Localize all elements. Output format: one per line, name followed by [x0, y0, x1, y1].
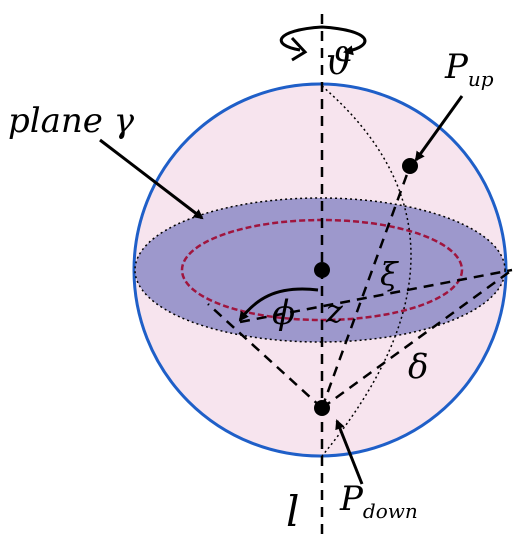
label-theta: ϑ [326, 42, 352, 83]
label-z: z [325, 292, 344, 330]
label-phi: ϕ [272, 293, 295, 333]
label-delta: δ [408, 347, 428, 387]
point-p-down [314, 400, 330, 416]
label-plane-gamma: plane γ [8, 101, 135, 141]
line-center-right [239, 268, 513, 324]
label-p-up-main: P [444, 47, 469, 87]
rotation-arrow-tail [290, 36, 308, 62]
label-p-down: Pdown [339, 479, 418, 523]
meridian-arc [321, 85, 412, 457]
label-l: l [286, 487, 299, 536]
line-down-up [320, 165, 412, 409]
rotation-arrow [279, 25, 367, 56]
label-p-up: Pup [444, 47, 494, 91]
plane-pointer-arrow [99, 138, 204, 220]
point-p-up [402, 158, 418, 174]
phi-arc-arrow [238, 287, 319, 322]
label-p-down-sub: down [363, 499, 418, 523]
label-p-down-main: P [339, 479, 364, 519]
p-down-pointer-arrow [335, 419, 364, 485]
line-down-left [207, 303, 323, 409]
label-p-up-sub: up [468, 67, 494, 91]
point-center [314, 262, 330, 278]
p-up-pointer-arrow [414, 95, 464, 162]
label-xi: ξ [380, 255, 399, 293]
line-delta [321, 268, 513, 410]
